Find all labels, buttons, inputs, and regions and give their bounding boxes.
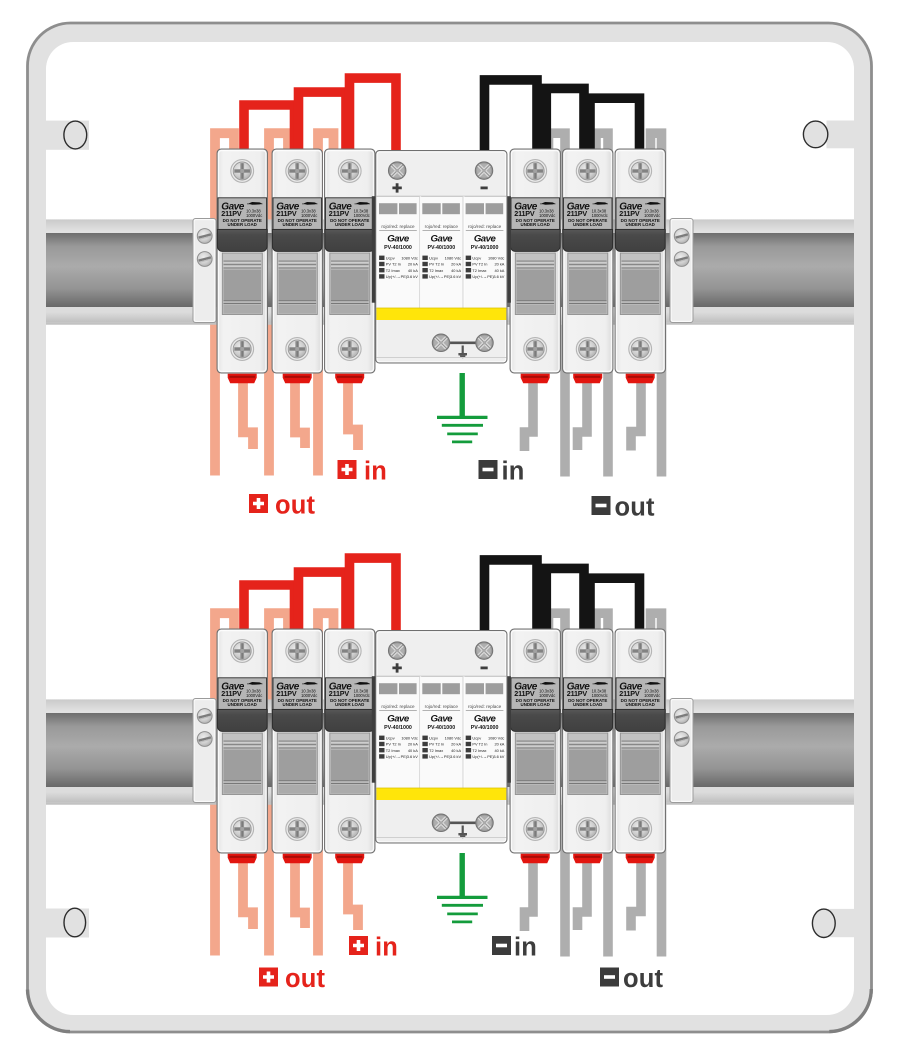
svg-text:out: out [285,965,326,993]
svg-text:in: in [364,458,387,486]
svg-text:in: in [502,458,525,486]
svg-text:in: in [514,934,537,962]
svg-text:out: out [623,965,664,993]
svg-text:in: in [375,934,398,962]
svg-text:out: out [615,494,656,522]
svg-text:out: out [275,492,316,520]
